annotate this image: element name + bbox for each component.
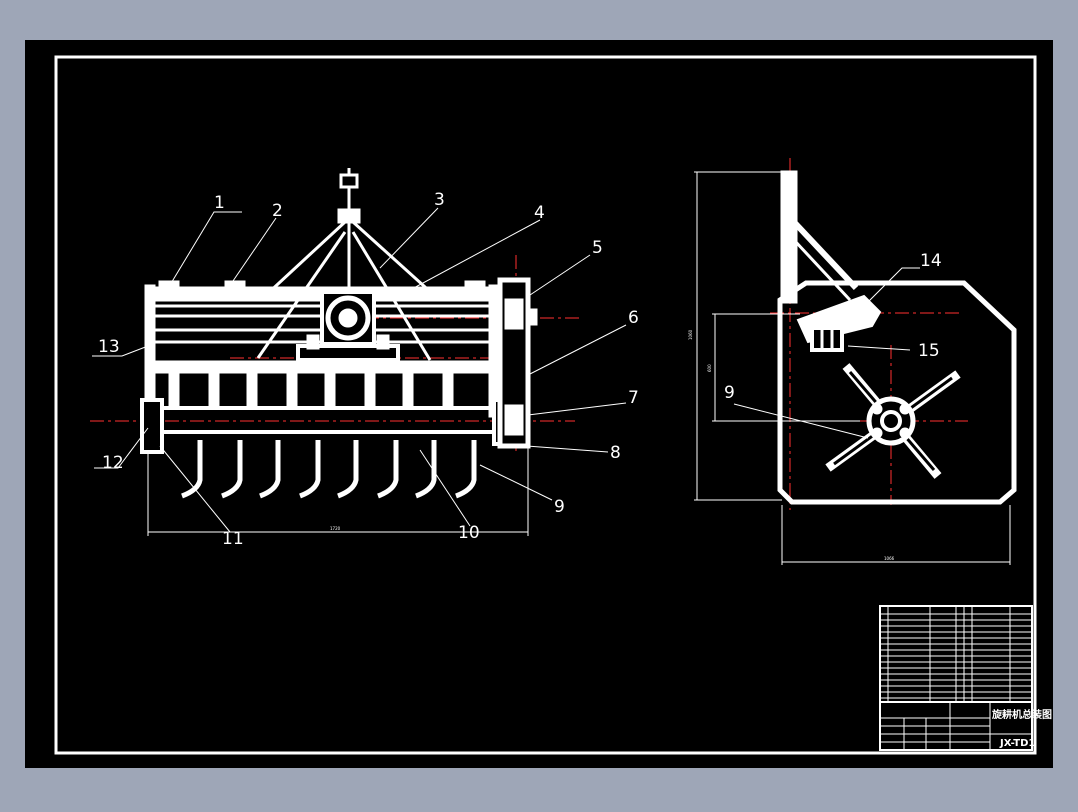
callout-1: 1: [214, 193, 225, 213]
callout-12: 12: [102, 453, 124, 473]
title-block-drawing-no: JX-TD1: [999, 738, 1035, 749]
callout-7: 7: [628, 388, 639, 408]
callout-2: 2: [272, 201, 283, 221]
callout-14: 14: [920, 251, 942, 271]
callout-11: 11: [222, 529, 244, 549]
callout-13: 13: [98, 337, 120, 357]
drawing-frame: [54, 55, 1037, 755]
callout-8: 8: [610, 443, 621, 463]
callout-10: 10: [458, 523, 480, 543]
dim-side-width: 1066: [884, 556, 895, 561]
callout-9: 9: [554, 497, 565, 517]
callout-5: 5: [592, 238, 603, 258]
callout-3: 3: [434, 190, 445, 210]
dim-side-inner: 600: [707, 364, 712, 372]
callout-labels: 1 2 3 4 5 6 7 8 9 10 11 12 13 14 15 9 17…: [98, 190, 1052, 749]
title-block: [879, 605, 1033, 751]
callout-6: 6: [628, 308, 639, 328]
callout-15: 15: [918, 341, 940, 361]
front-view: [90, 168, 627, 536]
side-view: [694, 158, 1017, 565]
callout-4: 4: [534, 203, 545, 223]
dim-side-height: 1060: [688, 329, 693, 340]
title-block-title: 旋耕机总装图: [991, 708, 1052, 721]
callout-9-side: 9: [724, 383, 735, 403]
dim-front-width: 1720: [330, 526, 341, 531]
